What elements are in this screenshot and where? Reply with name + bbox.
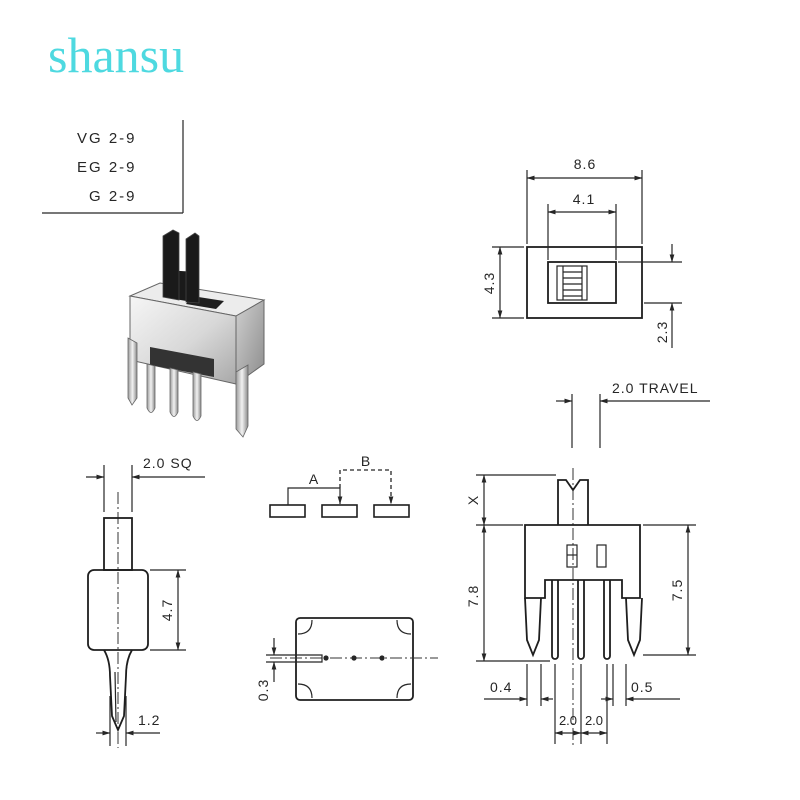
bottom-view: 0.3 [255,617,438,701]
dimension-leg-right-label: 0.5 [631,679,653,695]
terminal-hole [351,655,357,661]
dimension-actuator-label: 2.0 SQ [143,455,193,471]
position-b-path [339,469,394,505]
dimension-x-label: X [465,495,481,505]
terminal-hole [379,655,385,661]
side-view-pin-edge [114,671,117,723]
front-view-pin-1 [551,580,559,660]
front-view: 2.0 TRAVEL X 7.8 7.5 0.4 0.5 2.0 [465,380,710,746]
switch-base-cutout [150,347,214,377]
side-view-body [87,569,149,651]
position-a-label: A [309,471,319,487]
schematic-pad-1 [269,504,306,518]
corner-mark [297,619,313,635]
front-view-actuator [557,479,589,525]
dimension-opening-label: 4.1 [573,191,595,207]
switch-illustration [127,229,266,438]
watermark-text: shansu [48,27,184,83]
actuator-left-prong [162,229,180,301]
position-b-label: B [361,453,371,469]
top-view-body [526,246,643,319]
front-view-left-leg [524,597,542,658]
dimension-offset-label: 2.3 [654,321,670,343]
switching-schematic: A B [269,453,410,518]
front-view-body [524,524,641,599]
model-eg: EG 2-9 [77,159,137,176]
bottom-view-body [295,617,414,701]
dimension-leg-height-label: 7.5 [669,579,685,601]
model-legend: VG 2-9 EG 2-9 G 2-9 [42,120,184,214]
dimension-width-label: 8.6 [574,156,596,172]
side-view-pin [103,649,133,733]
top-view-knob [556,265,588,301]
corner-mark [396,683,412,699]
switch-pin-3 [192,371,202,421]
dimension-pin-thickness-label: 0.3 [255,679,271,701]
dimension-leg-left-label: 0.4 [490,679,512,695]
actuator-right-prong [185,232,200,304]
top-view-opening [547,261,617,304]
front-view-pin-2 [577,580,585,660]
model-vg: VG 2-9 [77,130,137,147]
side-view: 2.0 SQ 4.7 1.2 [86,455,205,748]
front-view-right-leg [625,597,643,658]
dimension-total-height-label: 7.8 [465,585,481,607]
schematic-pad-3 [373,504,410,518]
bottom-view-pin [284,654,323,663]
top-view: 8.6 4.1 4.3 2.3 [481,156,682,348]
dimension-height-label: 4.3 [481,272,497,294]
dimension-travel-label: 2.0 TRAVEL [612,380,699,396]
dimension-body-height-label: 4.7 [159,599,175,621]
corner-mark [297,683,313,699]
left-mount-tab [127,337,138,406]
corner-mark [396,619,412,635]
terminal-hole [323,655,329,661]
dimension-pitch-2-label: 2.0 [585,713,603,728]
schematic-pad-2 [321,504,358,518]
body-window-left [566,544,578,568]
position-a-path [287,487,340,505]
model-g: G 2-9 [89,188,137,205]
switch-pin-2 [169,367,179,417]
front-view-pin-3 [603,580,611,660]
dimension-pin-label: 1.2 [138,712,160,728]
switch-side-face [235,299,265,385]
switch-pin-1 [146,363,156,413]
dimension-pitch-1-label: 2.0 [559,713,577,728]
right-mount-tab [235,364,249,438]
body-window-right [596,544,607,568]
